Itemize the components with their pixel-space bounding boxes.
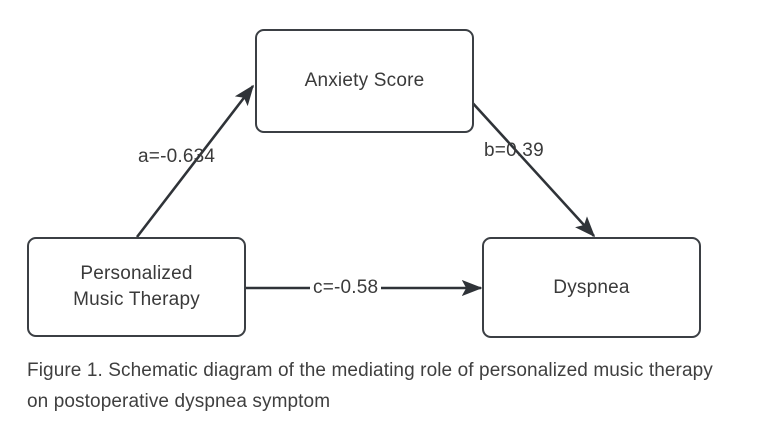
- edge-label-c: c=-0.58: [310, 277, 382, 299]
- edge-b-line: [468, 98, 596, 238]
- node-anxiety-score-label: Anxiety Score: [304, 70, 425, 92]
- edge-label-b: b=0.39: [484, 140, 544, 161]
- edge-label-a: a=-0.634: [138, 146, 216, 167]
- node-dyspnea-label: Dyspnea: [553, 276, 630, 298]
- node-personalized-music-therapy-label: Personalized Music Therapy: [73, 263, 200, 310]
- node-dyspnea: Dyspnea: [482, 237, 701, 338]
- node-personalized-music-therapy: Personalized Music Therapy: [27, 237, 246, 337]
- figure-caption: Figure 1. Schematic diagram of the media…: [27, 360, 713, 412]
- edge-a-line: [135, 84, 255, 238]
- node-anxiety-score: Anxiety Score: [255, 29, 474, 133]
